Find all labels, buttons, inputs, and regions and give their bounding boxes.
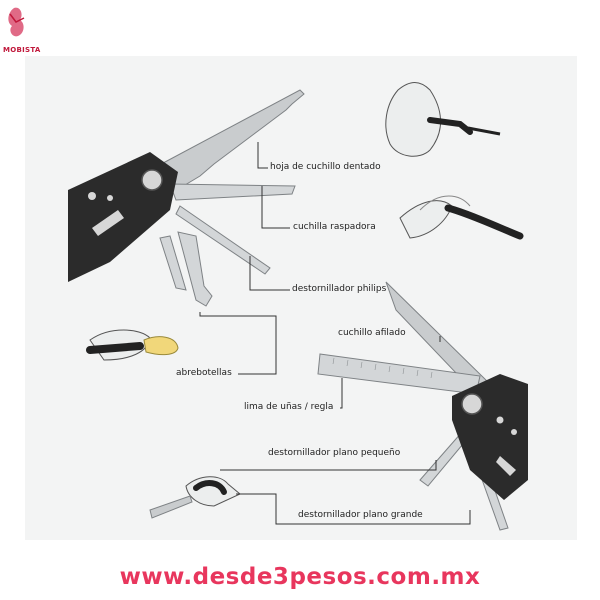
logo-wordmark: MOBISTA	[3, 46, 41, 54]
label-large-flat-screwdriver: destornillador plano grande	[298, 510, 423, 520]
leader-large-flat	[236, 493, 471, 525]
label-bottle-opener: abrebotellas	[176, 368, 232, 378]
leader-phillips	[249, 256, 290, 291]
leader-scraper-blade	[261, 186, 290, 229]
leader-serrated-knife	[257, 142, 268, 169]
hand-sketch-string	[399, 195, 524, 240]
label-scraper-blade: cuchilla raspadora	[293, 222, 376, 232]
hand-sketch-screwdriver	[149, 476, 241, 519]
logo-figure	[8, 7, 25, 37]
leader-bottle-opener	[199, 312, 277, 375]
hand-sketch-bag	[385, 82, 501, 157]
hand-sketch-bottle	[86, 329, 179, 361]
multitool-bottom	[317, 281, 528, 531]
label-phillips-screwdriver: destornillador philips	[292, 284, 387, 294]
label-serrated-knife: hoja de cuchillo dentado	[270, 162, 381, 172]
label-small-flat-screwdriver: destornillador plano pequeño	[268, 448, 401, 458]
footer-url[interactable]: www.desde3pesos.com.mx	[119, 564, 481, 590]
leader-small-flat	[220, 460, 437, 471]
label-nail-file-ruler: lima de uñas / regla	[244, 402, 334, 412]
label-sharp-knife: cuchillo afilado	[338, 328, 406, 338]
multitool-top	[68, 89, 305, 307]
leader-nail-file	[340, 378, 343, 409]
callout-lines	[199, 142, 471, 525]
